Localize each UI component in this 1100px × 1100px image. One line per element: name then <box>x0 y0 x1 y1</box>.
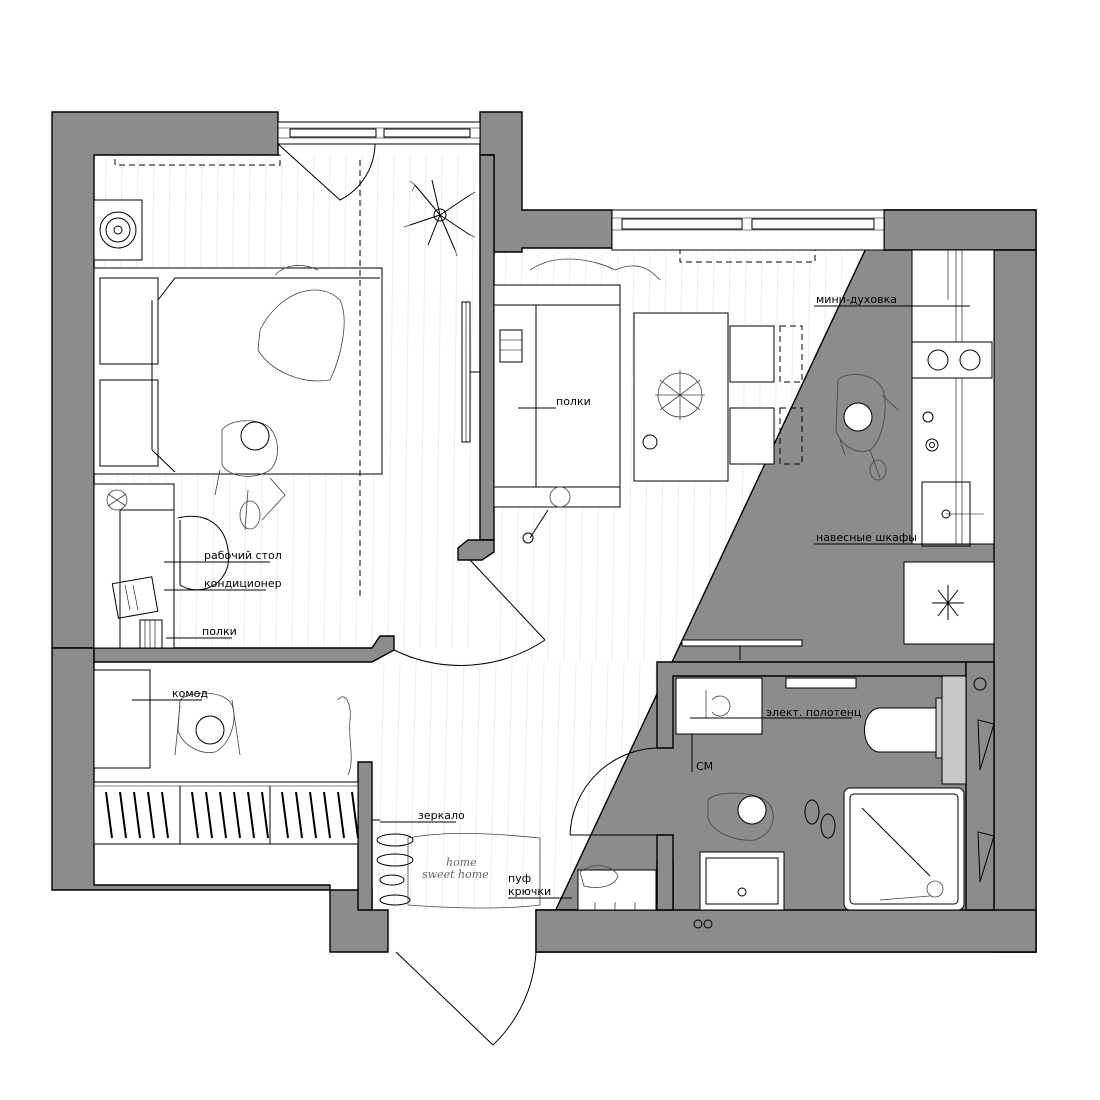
shoes <box>376 833 414 906</box>
hallway <box>93 669 658 1046</box>
label-dresser: комод <box>172 687 208 700</box>
label-shelves-bedroom: полки <box>202 625 237 638</box>
label-mini-oven: мини-духовка <box>816 293 897 306</box>
living-room <box>493 249 995 660</box>
kitchen-counter <box>911 249 995 545</box>
label-towel-heater: элект. полотенц <box>766 706 861 719</box>
bath-sink <box>699 851 785 911</box>
label-pouf: пуф <box>508 872 531 885</box>
label-shelves-living: полки <box>556 395 591 408</box>
label-desk: рабочий стол <box>204 549 282 562</box>
leader-lines <box>132 305 970 899</box>
washing-machine <box>675 677 763 735</box>
label-hanging-cabinets: навесные шкафы <box>816 531 917 544</box>
rug-text-line2: sweet home <box>422 868 489 881</box>
bedroom-window <box>114 121 481 201</box>
label-mirror: зеркало <box>418 809 465 822</box>
label-air-conditioner: кондиционер <box>204 577 282 590</box>
walls <box>51 111 1037 953</box>
bathroom <box>675 675 995 929</box>
rug-text-line1: home <box>446 856 477 869</box>
label-washing-machine: СМ <box>696 760 713 773</box>
person-bathroom <box>707 792 774 841</box>
label-hooks: крючки <box>508 885 551 898</box>
desk <box>93 483 175 649</box>
dining-table <box>633 312 729 482</box>
sofa <box>493 284 621 508</box>
living-window <box>611 209 885 263</box>
shower <box>843 787 965 911</box>
dresser <box>93 669 151 769</box>
person-hallway <box>174 692 241 756</box>
bedroom <box>93 160 546 666</box>
plant-bedroom <box>403 179 476 257</box>
person-kitchen <box>835 374 899 481</box>
person-bedroom <box>214 420 286 531</box>
labels: мини-духовка полки навесные шкафы рабочи… <box>172 293 917 898</box>
